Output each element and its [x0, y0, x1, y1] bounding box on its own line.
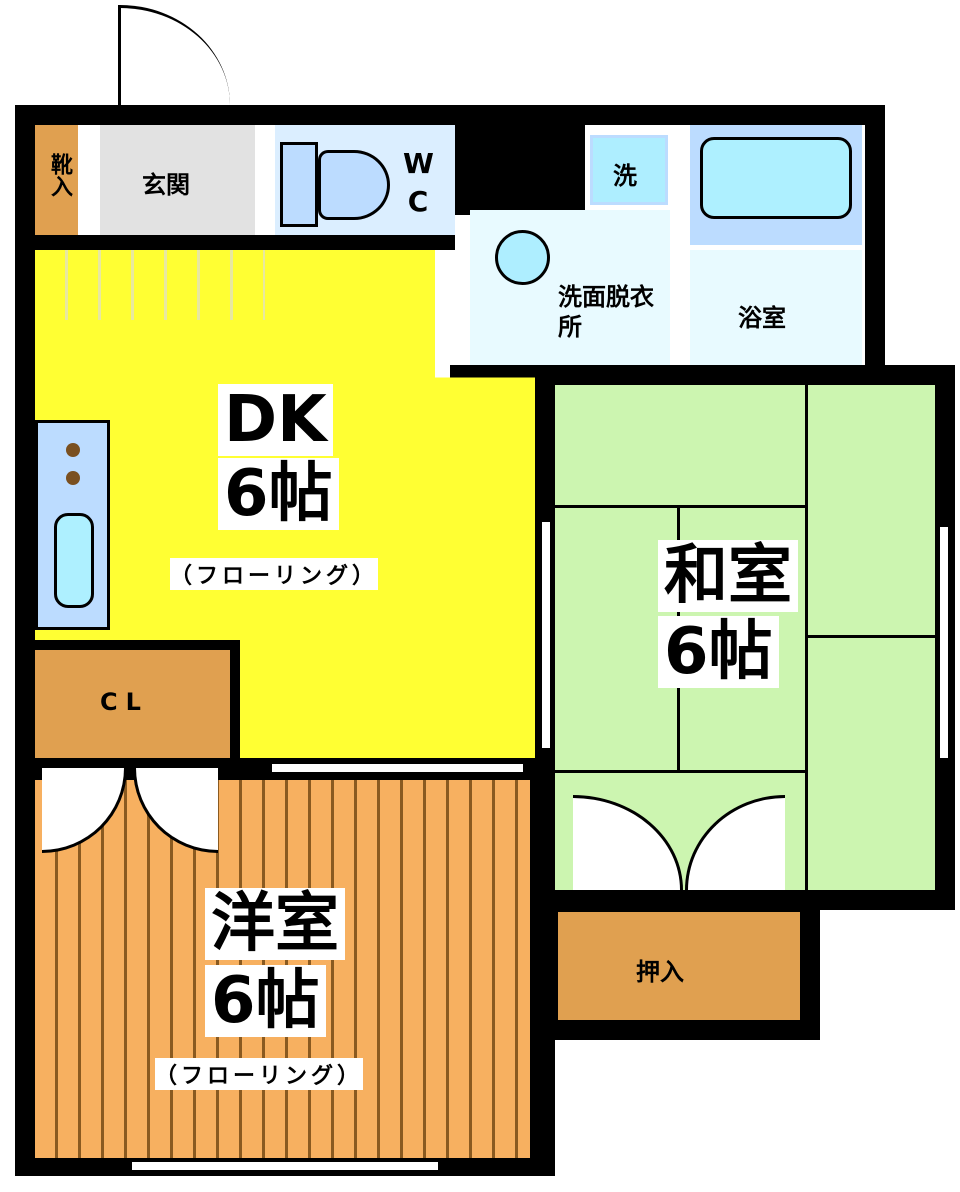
closet-door-swing	[685, 795, 785, 890]
toilet-tank-icon	[280, 142, 318, 227]
tatami-line	[805, 635, 935, 638]
washroom-label: 洗面脱衣所	[558, 283, 654, 341]
washitsu-size: 6帖	[658, 616, 779, 688]
oshiire-label: 押入	[636, 958, 684, 986]
entrance-door-swing	[118, 5, 230, 105]
toilet-label: WC	[403, 147, 434, 218]
toilet-bowl-icon	[318, 150, 390, 220]
washitsu-label: 和室	[658, 540, 798, 612]
dk-label: DK	[218, 384, 333, 456]
flooring-stripes	[35, 250, 265, 320]
tatami-line	[555, 505, 805, 508]
stove-burner-icon	[66, 471, 80, 485]
youshitsu-size: 6帖	[205, 965, 326, 1037]
wall-mid	[35, 235, 455, 250]
washer-label: 洗	[613, 162, 637, 190]
entrance: 玄関	[100, 125, 255, 235]
wall-core	[455, 105, 585, 215]
shoe-closet: 靴入	[35, 125, 78, 235]
stove-burner-icon	[66, 443, 80, 457]
bathroom: 浴室	[690, 250, 862, 365]
tatami-line	[555, 770, 805, 773]
shoe-closet-label: 靴入	[47, 153, 72, 197]
sink-icon	[495, 230, 550, 285]
wall-right-upper	[865, 105, 885, 385]
washer-space: 洗	[590, 135, 668, 205]
bathroom-label: 浴室	[738, 304, 786, 332]
toilet: WC	[275, 125, 455, 235]
wall-top	[15, 105, 885, 125]
closet-door-swing	[573, 795, 683, 890]
sliding-door	[540, 520, 552, 750]
oshiire: 押入	[558, 912, 800, 1020]
dk-size: 6帖	[218, 458, 339, 530]
sliding-door	[270, 762, 525, 774]
bathtub-area	[690, 125, 862, 245]
youshitsu-label: 洋室	[205, 888, 345, 960]
entrance-label: 玄関	[142, 171, 190, 199]
window	[130, 1160, 440, 1172]
closet-label: CL	[100, 688, 149, 716]
wall-west-room	[530, 760, 555, 1175]
wall-left	[15, 105, 35, 1175]
washroom: 洗面脱衣所	[470, 210, 670, 365]
dk-flooring: （フローリング）	[170, 558, 379, 590]
window	[938, 525, 950, 760]
bathtub-icon	[700, 137, 852, 219]
kitchen-counter	[35, 420, 110, 630]
kitchen-sink-icon	[54, 513, 94, 608]
closet: CL	[35, 650, 230, 758]
youshitsu-flooring: （フローリング）	[155, 1058, 364, 1090]
